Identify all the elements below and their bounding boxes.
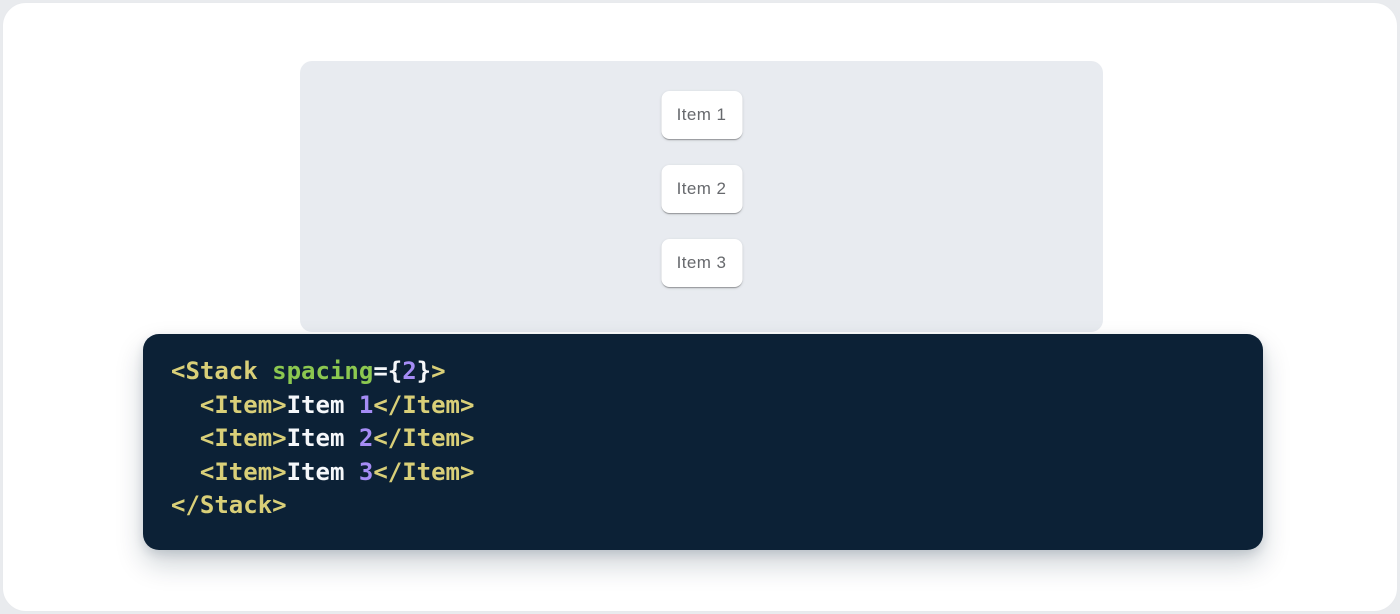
code-token-plain: Item	[286, 390, 359, 419]
code-token-plain	[258, 357, 272, 385]
code-token-num: 1	[358, 390, 374, 419]
code-token-tag: <Item>	[199, 424, 287, 452]
code-token-num: 2	[402, 357, 417, 385]
code-line: <Item>Item 2</Item>	[171, 422, 1239, 456]
code-block: <Stack spacing={2}> <Item>Item 1</Item> …	[143, 334, 1263, 550]
code-token-tag: </Item>	[373, 424, 475, 452]
code-line: <Item>Item 1</Item>	[171, 389, 1239, 423]
code-token-attr: spacing	[272, 357, 374, 385]
code-line: </Stack>	[171, 489, 1239, 523]
code-token-punct: }	[416, 357, 432, 385]
code-token-tag: </Item>	[373, 390, 475, 419]
stack-demo: Item 1 Item 2 Item 3	[661, 91, 742, 287]
code-token-num: 3	[358, 457, 374, 486]
code-token-tag: </Item>	[373, 457, 475, 486]
stack-item: Item 3	[661, 239, 742, 287]
code-line: <Item>Item 3</Item>	[171, 456, 1239, 490]
code-snippet: <Stack spacing={2}> <Item>Item 1</Item> …	[143, 334, 1263, 523]
stack-item: Item 1	[661, 91, 742, 139]
code-token-tag: <Item>	[199, 457, 287, 486]
code-token-plain	[171, 424, 200, 452]
code-token-plain	[171, 391, 200, 419]
stack-item: Item 2	[661, 165, 742, 213]
code-token-plain: Item	[286, 457, 359, 486]
code-token-tag: >	[431, 357, 446, 385]
code-token-tag: </Stack>	[171, 491, 287, 519]
code-token-plain: Item	[286, 424, 359, 452]
code-token-tag: <Item>	[199, 390, 287, 419]
code-token-op: =	[373, 357, 388, 385]
code-token-plain	[171, 458, 200, 486]
code-token-punct: {	[387, 357, 403, 385]
code-token-tag: <Stack	[171, 357, 258, 385]
code-line: <Stack spacing={2}>	[171, 355, 1239, 389]
code-token-num: 2	[358, 424, 374, 452]
demo-area: Item 1 Item 2 Item 3	[300, 61, 1103, 332]
